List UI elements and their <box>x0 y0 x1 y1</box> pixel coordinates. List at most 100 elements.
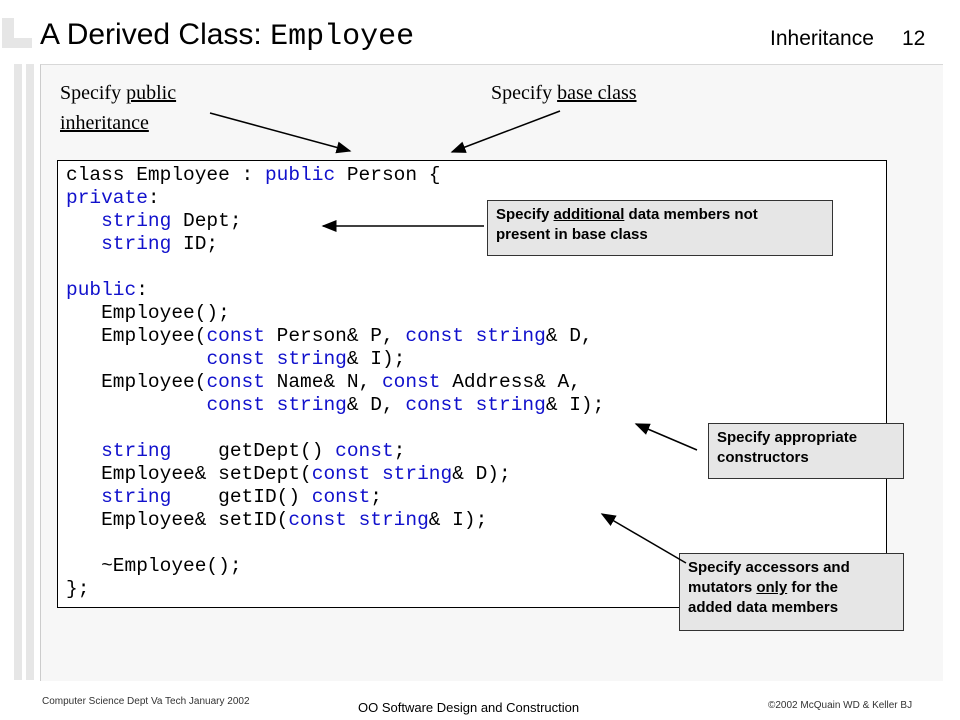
page-number: 12 <box>902 27 926 50</box>
code-line: string Dept; <box>66 210 241 232</box>
code-keyword: string <box>101 486 172 508</box>
code-text: ~Employee(); <box>66 555 242 577</box>
note-prefix: Specify <box>491 82 558 104</box>
code-line: ~Employee(); <box>66 555 242 577</box>
code-keyword: const <box>206 348 265 370</box>
code-line: string getID() const; <box>66 486 382 508</box>
code-text: ; <box>393 440 406 462</box>
code-keyword: string <box>101 233 172 255</box>
note-base-class: Specify base class <box>491 78 637 108</box>
code-keyword: const <box>405 394 464 416</box>
code-text: Employee& setID( <box>66 509 289 531</box>
corner-decoration-inner <box>14 10 34 38</box>
note-prefix: Specify <box>60 82 127 104</box>
code-line: const string& I); <box>66 348 405 370</box>
code-keyword: const <box>381 371 441 393</box>
code-keyword: const <box>311 486 371 508</box>
title-class-name: Employee <box>270 20 415 54</box>
slide-title: A Derived Class: Employee <box>40 18 414 54</box>
code-keyword: const <box>288 509 347 531</box>
code-line: Employee& setID(const string& I); <box>66 509 487 531</box>
code-text: & I); <box>545 394 605 416</box>
callout-underlined: additional <box>553 206 625 223</box>
arrow-to-public <box>209 112 352 154</box>
code-keyword: private <box>66 187 148 209</box>
code-keyword: string <box>475 325 546 347</box>
code-text: Address& A, <box>440 371 581 393</box>
side-bar <box>26 64 34 680</box>
footer-right: ©2002 McQuain WD & Keller BJ <box>768 700 913 711</box>
code-keyword: const <box>405 325 464 347</box>
note-public-inheritance: Specify public inheritance <box>60 78 176 138</box>
callout-underlined: only <box>756 579 788 596</box>
code-text: Person& P, <box>264 325 406 347</box>
code-keyword: string <box>276 348 347 370</box>
code-text: ID; <box>171 233 219 255</box>
code-line: string ID; <box>66 233 218 255</box>
code-keyword: const <box>335 440 394 462</box>
callout-text: added data members <box>688 599 839 616</box>
code-keyword: public <box>264 164 336 186</box>
code-text: & D); <box>452 463 511 485</box>
code-text: class Employee : <box>66 164 265 186</box>
code-text: getID() <box>171 486 312 508</box>
note-underlined: public <box>126 82 177 104</box>
code-line: Employee(const Name& N, const Address& A… <box>66 371 581 393</box>
code-line: Employee(const Person& P, const string& … <box>66 325 593 347</box>
code-line: Employee(); <box>66 302 230 324</box>
code-line: }; <box>66 578 89 600</box>
callout-text: for the <box>787 579 839 596</box>
code-line: private: <box>66 187 160 209</box>
code-text: Person { <box>335 164 441 186</box>
code-text: }; <box>66 578 90 600</box>
callout-text: mutators <box>688 579 757 596</box>
code-text: & I); <box>346 348 406 370</box>
code-text: & D, <box>545 325 593 347</box>
code-keyword: const <box>311 463 371 485</box>
code-text: & D, <box>346 394 406 416</box>
code-text: Name& N, <box>264 371 382 393</box>
code-text: ; <box>370 486 382 508</box>
callout-text: Specify <box>496 206 554 223</box>
callout-text: Specify accessors and <box>688 559 850 576</box>
code-block: class Employee : public Person { private… <box>66 164 604 601</box>
arrow-to-constructors <box>634 423 698 451</box>
code-keyword: const <box>206 325 265 347</box>
code-keyword: string <box>101 440 172 462</box>
note-underlined: inheritance <box>60 112 149 134</box>
code-text: Employee( <box>66 325 207 347</box>
callout-text: present in base class <box>496 226 648 243</box>
callout-text: constructors <box>717 449 809 466</box>
code-keyword: string <box>475 394 546 416</box>
code-keyword: public <box>66 279 137 301</box>
code-keyword: string <box>381 463 453 485</box>
code-line: public: <box>66 279 148 301</box>
callout-additional-members: Specify additional data members not pres… <box>487 200 833 256</box>
code-keyword: string <box>101 210 172 232</box>
code-text: Employee(); <box>66 302 230 324</box>
code-line: string getDept() const; <box>66 440 405 462</box>
arrow-to-accessors <box>600 513 687 564</box>
callout-accessors: Specify accessors and mutators only for … <box>679 553 904 631</box>
code-line: class Employee : public Person { <box>66 164 440 186</box>
code-keyword: const <box>206 394 265 416</box>
code-text: & I); <box>428 509 488 531</box>
code-text: getDept() <box>171 440 336 462</box>
code-keyword: string <box>276 394 347 416</box>
note-underlined: base class <box>557 82 637 104</box>
callout-text: Specify appropriate <box>717 429 858 446</box>
callout-text: data members not <box>624 206 758 223</box>
code-keyword: string <box>358 509 429 531</box>
code-line: const string& D, const string& I); <box>66 394 604 416</box>
footer-center: OO Software Design and Construction <box>358 700 580 715</box>
code-text: Employee& setDept( <box>66 463 312 485</box>
code-text: : <box>147 187 160 209</box>
code-keyword: const <box>206 371 265 393</box>
code-text: Employee( <box>66 371 207 393</box>
arrow-to-base-class <box>450 110 561 153</box>
slide-topic: Inheritance <box>770 27 874 50</box>
side-bar <box>14 64 22 680</box>
footer-left: Computer Science Dept Va Tech January 20… <box>42 696 250 707</box>
code-line: Employee& setDept(const string& D); <box>66 463 511 485</box>
